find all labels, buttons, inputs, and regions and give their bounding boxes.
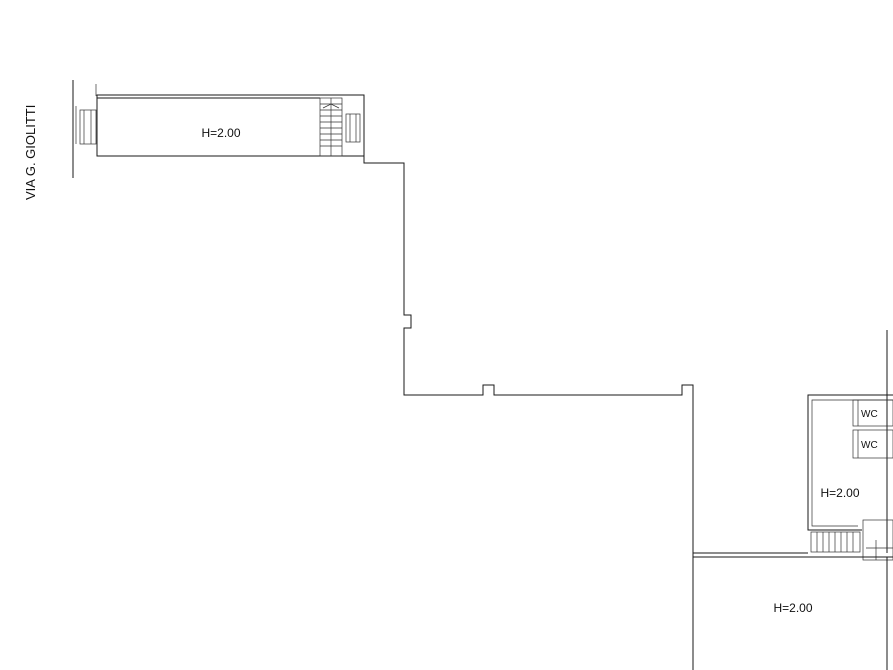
street-label: VIA G. GIOLITTI: [23, 105, 38, 200]
wc-cubicle-1: WC: [852, 399, 893, 427]
room-height-label: H=2.00: [201, 126, 240, 140]
wc-room: WC WC H=2.00: [807, 394, 893, 531]
top-room: H=2.00: [79, 94, 365, 157]
bottom-room: H=2.00: [693, 552, 893, 670]
entrance-door: [79, 109, 97, 145]
wc-label: WC: [861, 409, 878, 420]
lot-boundary: [363, 95, 694, 670]
room-height-label: H=2.00: [773, 601, 812, 615]
wc-cubicle-2: WC: [852, 429, 893, 459]
wc-label: WC: [861, 440, 878, 451]
side-door: [345, 113, 361, 143]
staircase: [319, 97, 343, 157]
room-height-label: H=2.00: [820, 486, 859, 500]
street-boundary: [72, 80, 97, 178]
